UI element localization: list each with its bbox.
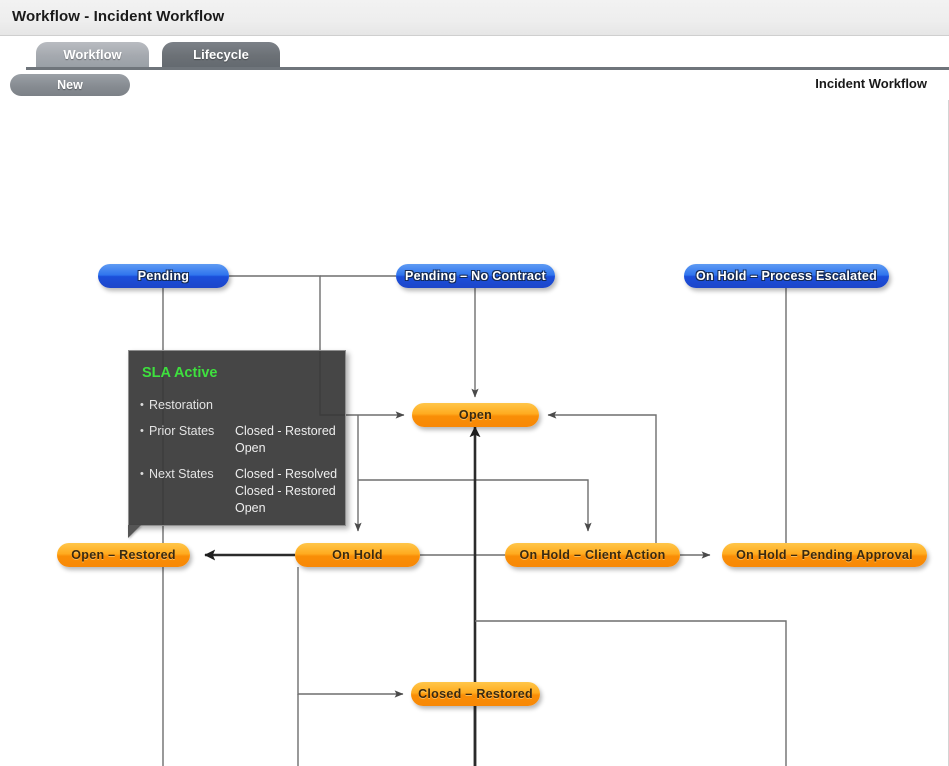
tooltip-title: SLA Active — [142, 365, 218, 381]
page-title: Workflow - Incident Workflow — [12, 8, 225, 25]
tab-strip: Workflow Lifecycle — [0, 37, 949, 69]
node-on-hold-process-escalated[interactable]: On Hold – Process Escalated — [684, 264, 889, 288]
tooltip-value: Closed - Restored — [235, 424, 336, 438]
tab-underline — [26, 67, 949, 70]
node-on-hold-client-action[interactable]: On Hold – Client Action — [505, 543, 680, 567]
edge-rail-to-client-action — [358, 479, 592, 532]
tooltip-value: Open — [235, 441, 266, 455]
bullet-icon: • — [140, 399, 144, 411]
node-open[interactable]: Open — [412, 403, 539, 427]
bullet-icon: • — [140, 468, 144, 480]
tooltip-row-label: Prior States — [149, 424, 215, 438]
tooltip-row: • Restoration — [140, 397, 339, 414]
edge-pending-split — [229, 275, 321, 315]
workflow-connectors — [162, 275, 787, 766]
bullet-icon: • — [140, 425, 144, 437]
new-button[interactable]: New — [10, 74, 130, 96]
edge-pending-approval-to-open — [547, 411, 657, 555]
node-pending[interactable]: Pending — [98, 264, 229, 288]
tooltip-value: Closed - Resolved — [235, 467, 338, 481]
node-on-hold[interactable]: On Hold — [295, 543, 420, 567]
workflow-canvas: Pending Pending – No Contract On Hold – … — [0, 100, 949, 766]
edge-rail-to-cancelled — [475, 620, 787, 766]
edge-on-hold-to-closed-restored — [297, 567, 404, 698]
window-titlebar: Workflow - Incident Workflow — [0, 0, 949, 36]
node-closed-restored[interactable]: Closed – Restored — [411, 682, 540, 706]
toolbar: New Incident Workflow — [0, 72, 949, 100]
workflow-caption: Incident Workflow — [815, 76, 927, 91]
tooltip-row-label: Next States — [149, 467, 214, 481]
tab-workflow[interactable]: Workflow — [36, 42, 149, 67]
tooltip-row-label: Restoration — [149, 398, 213, 412]
edge-on-hold-to-closed-resolved — [297, 694, 299, 766]
tooltip-tail-icon — [128, 525, 141, 538]
node-open-restored[interactable]: Open – Restored — [57, 543, 190, 567]
node-pending-no-contract[interactable]: Pending – No Contract — [396, 264, 555, 288]
tooltip-value: Closed - Restored — [235, 484, 336, 498]
tab-lifecycle[interactable]: Lifecycle — [162, 42, 280, 67]
node-on-hold-pending-approval[interactable]: On Hold – Pending Approval — [722, 543, 927, 567]
tooltip-value: Open — [235, 501, 266, 515]
